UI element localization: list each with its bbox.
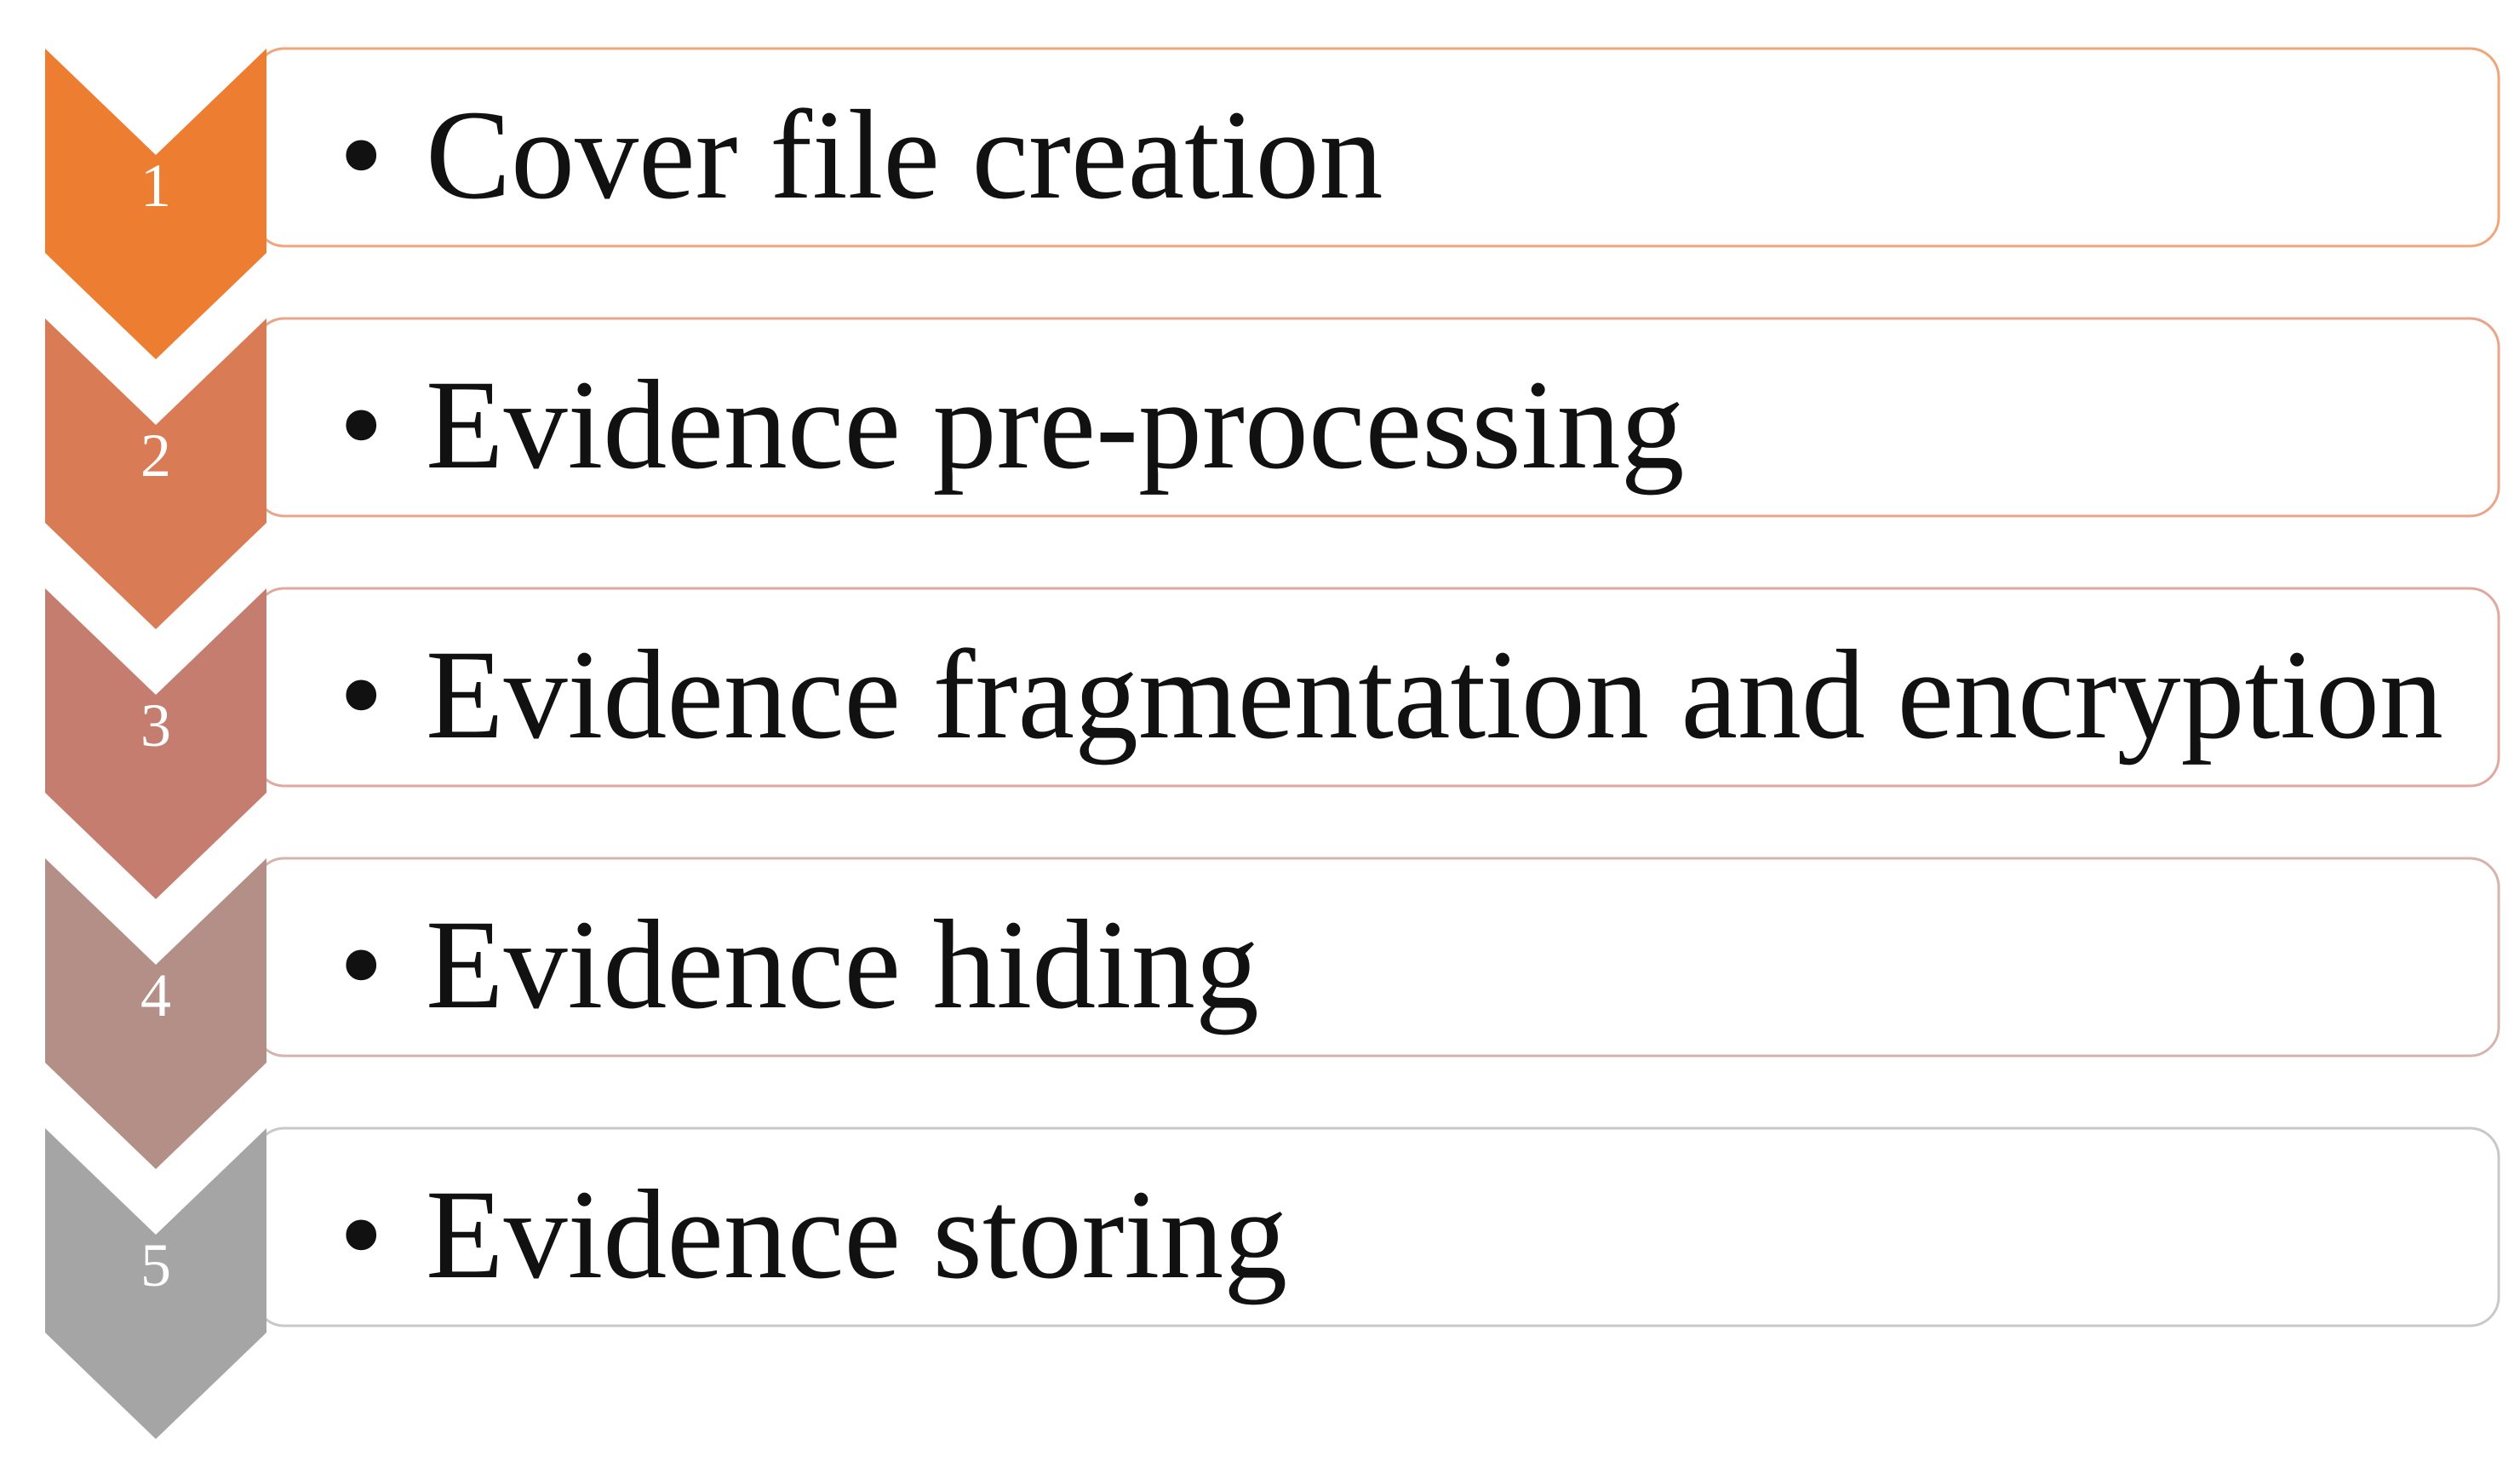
bullet-icon: • [339,1164,384,1305]
bullet-icon: • [339,624,384,765]
chevron-arrow [45,588,266,899]
step-label: Evidence pre-processing [426,354,1685,496]
step-3: 3 • Evidence fragmentation and encryption [45,587,2500,899]
steps-layer: 1 • Cover file creation 2 • Evidence pre-proc… [45,47,2500,1439]
step-number: 2 [140,421,171,490]
step-label: Cover file creation [426,84,1383,226]
step-label: Evidence storing [426,1164,1287,1305]
step-label: Evidence fragmentation and encryption [426,624,2443,765]
chevron-arrow [45,318,266,629]
step-5: 5 • Evidence storing [45,1127,2500,1439]
bullet-icon: • [339,84,384,226]
step-2: 2 • Evidence pre-processing [45,317,2500,629]
chevron-arrow [45,1128,266,1439]
chevron-arrow [45,49,266,359]
step-4: 4 • Evidence hiding [45,857,2500,1169]
step-number: 1 [140,152,171,220]
step-1: 1 • Cover file creation [45,47,2500,359]
step-number: 5 [140,1231,171,1299]
chevron-arrow [45,858,266,1169]
step-label: Evidence hiding [426,894,1259,1035]
bullet-icon: • [339,354,384,496]
bullet-icon: • [339,894,384,1035]
step-number: 4 [140,961,171,1029]
step-number: 3 [140,691,171,760]
